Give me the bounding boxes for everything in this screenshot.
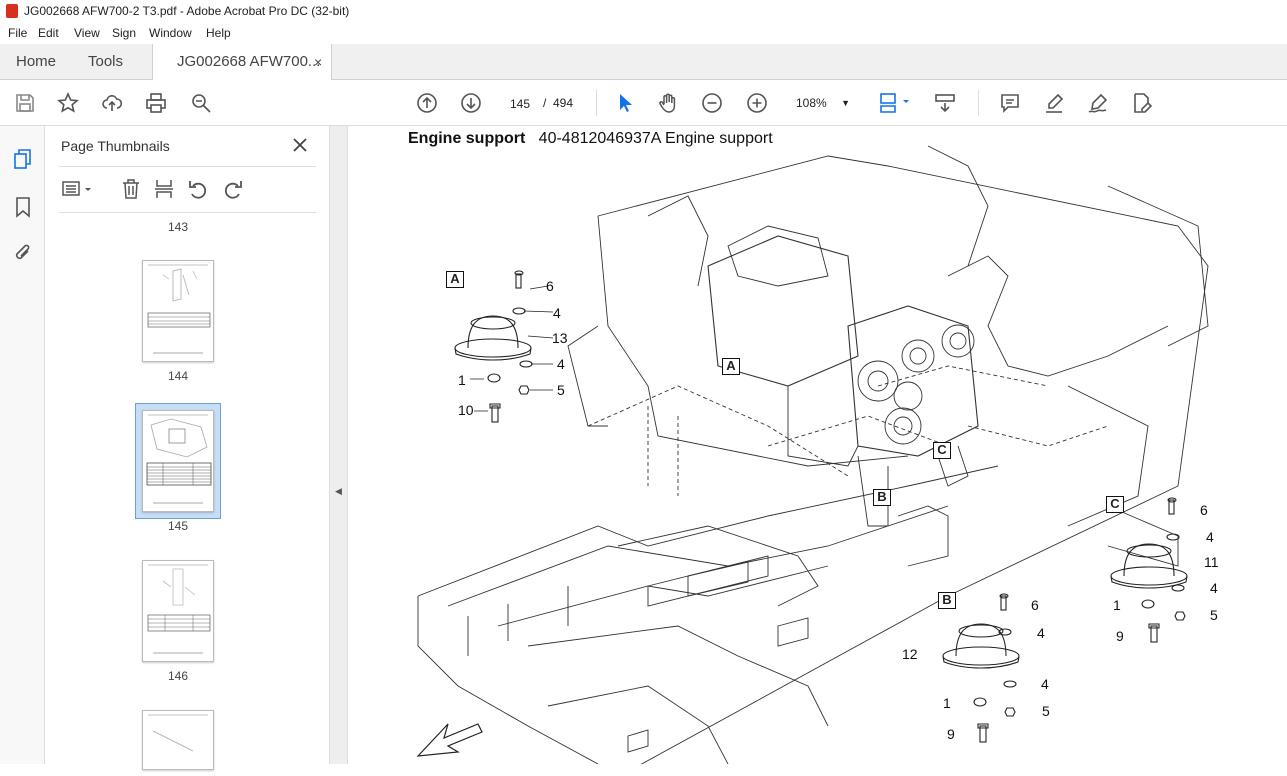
thumb-label-145: 145 bbox=[167, 519, 189, 533]
callout-c-5: 5 bbox=[1210, 607, 1218, 623]
tab-document[interactable]: JG002668 AFW700... × bbox=[152, 44, 332, 81]
window-title: JG002668 AFW700-2 T3.pdf - Adobe Acrobat… bbox=[24, 4, 350, 18]
title-bar: JG002668 AFW700-2 T3.pdf - Adobe Acrobat… bbox=[0, 0, 1287, 22]
delete-icon[interactable] bbox=[120, 178, 142, 200]
tab-bar: Home Tools JG002668 AFW700... × bbox=[0, 44, 1287, 81]
tab-document-label: JG002668 AFW700... bbox=[177, 53, 321, 70]
options-menu-icon[interactable] bbox=[61, 178, 95, 200]
callout-b-9: 9 bbox=[947, 726, 955, 742]
callout-c-6: 6 bbox=[1200, 502, 1208, 518]
thumb-label-146: 146 bbox=[167, 669, 189, 683]
arrow-down-circle-icon[interactable] bbox=[459, 92, 483, 114]
callout-c-9: 9 bbox=[1116, 628, 1124, 644]
callout-c-11: 11 bbox=[1204, 554, 1219, 570]
callout-a-5: 5 bbox=[557, 382, 565, 398]
bookmark-icon[interactable] bbox=[12, 196, 34, 218]
page-thumbnail-144[interactable] bbox=[142, 260, 214, 362]
cursor-arrow-icon[interactable] bbox=[613, 92, 637, 114]
fit-page-icon[interactable] bbox=[877, 92, 913, 114]
menu-window[interactable]: Window bbox=[149, 26, 192, 40]
menu-help[interactable]: Help bbox=[206, 26, 231, 40]
menu-file[interactable]: File bbox=[8, 26, 28, 40]
tab-close-icon[interactable]: × bbox=[314, 54, 323, 70]
arrow-up-circle-icon[interactable] bbox=[415, 92, 439, 114]
page-thumbnails-icon[interactable] bbox=[12, 148, 34, 170]
engine-label-a: A bbox=[722, 358, 740, 375]
comment-icon[interactable] bbox=[998, 92, 1022, 114]
main-toolbar: 145 / 494 108% ▼ bbox=[0, 80, 1287, 126]
callout-a-1: 1 bbox=[458, 372, 466, 388]
edit-pdf-icon[interactable] bbox=[1130, 92, 1154, 114]
callout-b-12: 12 bbox=[902, 646, 918, 662]
callout-c-4b: 4 bbox=[1210, 580, 1218, 596]
close-icon[interactable] bbox=[291, 136, 309, 154]
star-icon[interactable] bbox=[56, 92, 80, 114]
toolbar-divider bbox=[596, 90, 597, 116]
menu-sign[interactable]: Sign bbox=[112, 26, 137, 40]
zoom-select[interactable]: 108% ▼ bbox=[788, 91, 856, 115]
engine-label-c: C bbox=[933, 442, 951, 459]
engine-label-b: B bbox=[873, 489, 891, 506]
highlight-pen-icon[interactable] bbox=[1042, 92, 1066, 114]
print-icon[interactable] bbox=[144, 92, 168, 114]
page-thumbnail-147[interactable] bbox=[142, 710, 214, 770]
heading-part-number: 40-4812046937A Engine support bbox=[538, 130, 773, 147]
callout-b-4: 4 bbox=[1037, 625, 1045, 641]
navigation-rail bbox=[0, 126, 45, 764]
detail-label-a: A bbox=[446, 271, 464, 288]
detail-label-b: B bbox=[938, 592, 956, 609]
callout-a-13: 13 bbox=[552, 330, 568, 346]
toolbar-divider bbox=[978, 90, 979, 116]
heading-bold: Engine support bbox=[408, 130, 526, 147]
rotate-right-icon[interactable] bbox=[222, 178, 244, 200]
callout-a-6: 6 bbox=[546, 278, 554, 294]
callout-a-10: 10 bbox=[458, 402, 474, 418]
document-view: Engine support 40-4812046937A Engine sup… bbox=[348, 126, 1287, 764]
zoom-search-icon[interactable] bbox=[189, 92, 213, 114]
collapse-arrow-icon[interactable]: ◀ bbox=[335, 486, 342, 496]
thumb-label-143: 143 bbox=[167, 220, 189, 234]
panel-collapse-bar[interactable]: ◀ bbox=[330, 126, 348, 764]
callout-c-4: 4 bbox=[1206, 529, 1214, 545]
acrobat-app-icon bbox=[6, 4, 18, 18]
zoom-in-icon[interactable] bbox=[745, 92, 769, 114]
thumb-label-144: 144 bbox=[167, 369, 189, 383]
zoom-value: 108% bbox=[796, 96, 827, 110]
page-heading: Engine support 40-4812046937A Engine sup… bbox=[408, 130, 773, 148]
callout-b-4b: 4 bbox=[1041, 676, 1049, 692]
direction-arrow-icon bbox=[416, 723, 483, 757]
sign-icon[interactable] bbox=[1086, 92, 1110, 114]
chevron-down-icon: ▼ bbox=[841, 98, 850, 108]
page-thumbnail-146[interactable] bbox=[142, 560, 214, 662]
menu-bar: File Edit View Sign Window Help bbox=[0, 22, 1287, 44]
tab-home[interactable]: Home bbox=[16, 53, 57, 70]
callout-a-4b: 4 bbox=[557, 356, 565, 372]
thumbnails-panel: Page Thumbnails 143 144 145 146 ▲ bbox=[45, 126, 365, 770]
panel-divider bbox=[59, 212, 316, 213]
extract-pages-icon[interactable] bbox=[153, 178, 175, 200]
panel-divider bbox=[59, 166, 316, 167]
scroll-mode-icon[interactable] bbox=[933, 92, 957, 114]
panel-title: Page Thumbnails bbox=[61, 138, 170, 154]
tab-tools[interactable]: Tools bbox=[88, 53, 124, 70]
hand-icon[interactable] bbox=[656, 92, 680, 114]
menu-view[interactable]: View bbox=[74, 26, 100, 40]
save-icon[interactable] bbox=[13, 92, 37, 114]
zoom-out-icon[interactable] bbox=[700, 92, 724, 114]
engine-support-diagram bbox=[416, 145, 1209, 764]
menu-edit[interactable]: Edit bbox=[38, 26, 59, 40]
callout-b-6: 6 bbox=[1031, 597, 1039, 613]
callout-c-1: 1 bbox=[1113, 597, 1121, 613]
callout-b-1: 1 bbox=[943, 695, 951, 711]
page-total: 494 bbox=[553, 96, 574, 110]
upload-icon[interactable] bbox=[100, 92, 124, 114]
callout-b-5: 5 bbox=[1042, 703, 1050, 719]
rotate-left-icon[interactable] bbox=[187, 178, 209, 200]
page-thumbnail-145[interactable] bbox=[142, 410, 214, 512]
attachment-icon[interactable] bbox=[12, 242, 34, 264]
detail-label-c: C bbox=[1106, 496, 1124, 513]
page-separator: / bbox=[543, 96, 547, 110]
callout-a-4: 4 bbox=[553, 305, 561, 321]
page-number-input[interactable]: 145 bbox=[509, 97, 531, 111]
